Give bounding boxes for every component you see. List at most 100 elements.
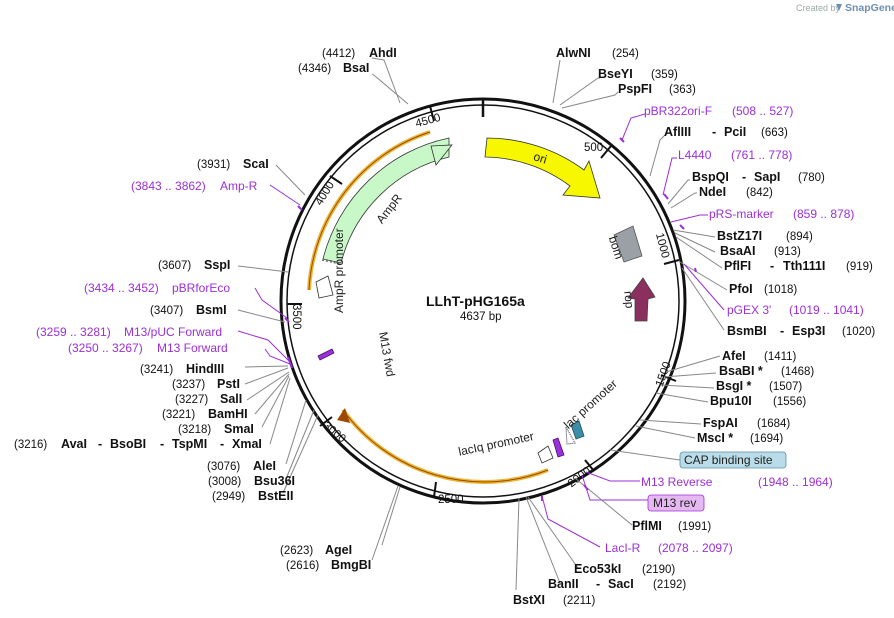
primer-prsmarker[interactable]: pRS-marker: [709, 207, 774, 221]
primer-m13puc[interactable]: M13/pUC Forward: [124, 325, 222, 339]
feature-ori-arrow[interactable]: [484, 137, 601, 199]
enzyme-bsobi[interactable]: BsoBI: [110, 437, 146, 451]
enzyme-bmgbi[interactable]: BmgBI: [331, 558, 371, 572]
enzyme-msci-pos: (1694): [750, 433, 783, 445]
enzyme-pflmi[interactable]: PflMI: [632, 519, 662, 533]
primer-m13reverse-range: (1948 .. 1964): [758, 475, 833, 489]
primer-m13puc-range: (3259 .. 3281): [36, 325, 111, 339]
enzyme-ndei[interactable]: NdeI: [699, 185, 726, 199]
enzyme-xmai[interactable]: XmaI: [232, 437, 262, 451]
primer-pbrforeco[interactable]: pBRforEco: [172, 281, 230, 295]
enzyme-fspai-pos: (1684): [757, 418, 790, 430]
enzyme-sspi-pos: (3607): [158, 260, 191, 272]
enzyme-scai[interactable]: ScaI: [243, 157, 269, 171]
enzyme-tth111i[interactable]: Tth111I: [783, 259, 825, 273]
enzyme-sapi[interactable]: SapI: [754, 170, 780, 184]
tick-label-4500: 4500: [414, 112, 442, 130]
enzyme-bsgi[interactable]: BsgI *: [716, 379, 752, 393]
enzyme-alwni[interactable]: AlwNI: [556, 46, 591, 60]
feature-ampr-promoter-arrow[interactable]: [315, 275, 334, 299]
enzyme-fspai[interactable]: FspAI: [703, 416, 738, 430]
enzyme-saci[interactable]: SacI: [608, 577, 634, 591]
enzyme-bsmi[interactable]: BsmI: [196, 303, 227, 317]
enzyme-bspqi-sep: -: [742, 170, 746, 184]
feature-bom-box[interactable]: [613, 225, 643, 263]
enzyme-pfoi[interactable]: PfoI: [729, 282, 753, 296]
enzyme-hindiii[interactable]: HindIII: [186, 362, 224, 376]
feature-lac-promoter-label: lac promoter: [561, 377, 620, 432]
enzyme-bpu10i[interactable]: Bpu10I: [710, 394, 752, 408]
enzyme-psti-pos: (3237): [172, 379, 205, 391]
primer-pgex3[interactable]: pGEX 3': [727, 303, 771, 317]
primer-pgex3-range: (1019 .. 1041): [789, 303, 864, 317]
feature-lac-promoter-marker[interactable]: [570, 420, 585, 440]
enzyme-ndei-pos: (842): [746, 187, 773, 199]
enzyme-bsaai-pos: (913): [774, 246, 801, 258]
enzyme-hindiii-pos: (3241): [140, 364, 173, 376]
primer-ampr[interactable]: Amp-R: [220, 179, 258, 193]
primer-m13fwd[interactable]: M13 Forward: [157, 341, 228, 355]
enzyme-sali-pos: (3227): [175, 394, 208, 406]
feature-ori-label: ori: [532, 149, 549, 166]
enzyme-bsaai[interactable]: BsaAI: [720, 244, 755, 258]
enzyme-bspqi-pos: (780): [798, 172, 825, 184]
enzyme-afei-pos: (1411): [764, 351, 797, 363]
enzyme-ahdi[interactable]: AhdI: [369, 46, 397, 60]
enzyme-bsmbi[interactable]: BsmBI: [727, 324, 767, 338]
enzyme-alei[interactable]: AleI: [253, 459, 276, 473]
primer-m13reverse[interactable]: M13 Reverse: [641, 475, 713, 489]
enzyme-pspfi-pos: (363): [669, 84, 696, 96]
feature-rop-arrow[interactable]: [627, 277, 656, 322]
enzyme-pflfi-sep: -: [770, 259, 774, 273]
enzyme-avai[interactable]: AvaI: [61, 437, 87, 451]
enzyme-sali[interactable]: SalI: [220, 392, 242, 406]
tick-label-3000: 3000: [321, 420, 348, 446]
enzyme-bmgbi-pos: (2616): [286, 560, 319, 572]
enzyme-agei[interactable]: AgeI: [325, 543, 352, 557]
feature-laciq-marker[interactable]: [552, 437, 565, 458]
enzyme-smai[interactable]: SmaI: [224, 422, 254, 436]
enzyme-avai-sep: -: [98, 437, 102, 451]
enzyme-esp3i[interactable]: Esp3I: [792, 324, 825, 338]
enzyme-pspfi[interactable]: PspFI: [618, 82, 652, 96]
enzyme-msci[interactable]: MscI *: [697, 431, 733, 445]
m13-rev-box[interactable]: [647, 494, 705, 512]
enzyme-afei[interactable]: AfeI: [722, 349, 746, 363]
enzyme-scai-pos: (3931): [197, 159, 230, 171]
enzyme-afliii-sep: -: [712, 125, 716, 139]
lower-region-arc-inner: [342, 409, 549, 483]
primer-pbr322ori[interactable]: pBR322ori-F: [644, 104, 712, 118]
tick-label-500: 500: [584, 142, 603, 154]
primer-l4440[interactable]: L4440: [678, 148, 712, 162]
enzyme-bseyi[interactable]: BseYI: [598, 67, 633, 81]
cap-binding-site-box[interactable]: [679, 451, 787, 469]
primer-laci-r[interactable]: LacI-R: [605, 541, 641, 555]
enzyme-bamhi[interactable]: BamHI: [208, 407, 248, 421]
ampr-region-arc-inner: [308, 131, 431, 291]
enzyme-pfoi-pos: (1018): [764, 284, 797, 296]
feature-ampr-arrowhead: [430, 144, 453, 166]
primer-laci-r-range: (2078 .. 2097): [658, 541, 733, 555]
feature-m13-fwd-marker[interactable]: [317, 348, 335, 361]
enzyme-bsteii[interactable]: BstEII: [258, 489, 293, 503]
enzyme-bstxi[interactable]: BstXI: [513, 593, 545, 607]
enzyme-bspqi[interactable]: BspQI: [692, 170, 729, 184]
enzyme-bsai-pos: (4346): [298, 63, 331, 75]
enzyme-eco53ki[interactable]: Eco53kI: [574, 562, 621, 576]
enzyme-alei-pos: (3076): [207, 461, 240, 473]
enzyme-bamhi-pos: (3221): [162, 409, 195, 421]
enzyme-banii[interactable]: BanII: [548, 577, 579, 591]
enzyme-bsai[interactable]: BsaI: [343, 61, 369, 75]
enzyme-sspi[interactable]: SspI: [204, 258, 230, 272]
enzyme-pcii[interactable]: PciI: [724, 125, 746, 139]
enzyme-bstz17i[interactable]: BstZ17I: [717, 229, 762, 243]
enzyme-tspmi[interactable]: TspMI: [172, 437, 207, 451]
enzyme-pflfi[interactable]: PflFI: [724, 259, 751, 273]
enzyme-psti[interactable]: PstI: [217, 377, 240, 391]
enzyme-bsabi[interactable]: BsaBI *: [719, 364, 763, 378]
enzyme-afliii[interactable]: AflIII: [664, 125, 691, 139]
leader-lines: [237, 57, 728, 591]
enzyme-bsu36i[interactable]: Bsu36I: [254, 474, 295, 488]
enzyme-afliii-pos: (663): [761, 127, 788, 139]
primer-ring-ticks: [284, 137, 697, 501]
